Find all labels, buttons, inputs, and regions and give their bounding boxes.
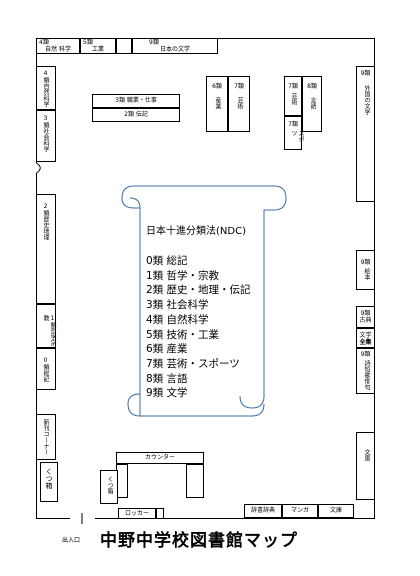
shelf-poetry: 9類 詩短歌俳句 <box>356 348 375 394</box>
shelf-bunko-bottom: 文庫 <box>318 504 354 518</box>
shelf-philosophy-label: 1類哲学宗教 <box>42 315 56 346</box>
counter-right-leg <box>186 464 204 498</box>
shelf-arts: 7類 芸術 <box>228 76 250 132</box>
locker-end <box>156 508 164 519</box>
shelf-literature-top: 文学 <box>359 332 372 339</box>
shelf-4-top-label: 自然 科学 <box>45 46 71 53</box>
shelf-picture-num: 9類 <box>360 259 371 266</box>
shelf-general-label: 0類総記 <box>42 357 49 382</box>
legend-title: 日本十進分類法(NDC) <box>146 226 246 237</box>
shelf-art-num: 7類 <box>288 83 298 90</box>
shelf-new-books-label: 新刊コーナー <box>42 419 49 455</box>
shelf-bunko-right: 文庫 <box>356 432 375 500</box>
shelf-4-top-num: 4類 <box>39 39 49 46</box>
map-title: 中野中学校図書館マップ <box>100 531 298 551</box>
shelf-5-label: 工業 <box>91 46 104 53</box>
shelf-poetry-label: 詩短歌俳句 <box>363 360 370 390</box>
legend-item: 6類 産業 <box>146 343 188 356</box>
shelf-arts-label: 芸術 <box>236 97 243 109</box>
shelf-natural-science-label: 4類自然科学 <box>42 70 49 107</box>
shelf-art-label: 芸術 <box>290 93 297 105</box>
shelf-dictionary-label: 辞書辞典 <box>250 507 275 514</box>
legend-item: 3類 社会科学 <box>146 299 209 312</box>
shelf-blank-top <box>116 38 132 54</box>
locker: ロッカー <box>118 508 156 519</box>
shelf-sports-num: 7類 <box>288 121 298 128</box>
shelf-arts-num: 7類 <box>234 83 244 90</box>
shelf-job-label: 3類 職業・仕事 <box>115 97 157 104</box>
shelf-biography-label: 2類 伝記 <box>124 111 148 118</box>
legend-item: 5類 技術・工業 <box>146 328 220 341</box>
counter-label: カウンター <box>144 454 175 461</box>
legend-item: 8類 言語 <box>146 372 188 385</box>
legend-item: 7類 芸術・スポーツ <box>146 357 240 370</box>
shelf-manga: マンガ <box>282 504 318 518</box>
shelf-foreign-num: 9類 <box>360 70 371 77</box>
shelf-art: 7類 芸術 <box>284 76 302 116</box>
shelf-9-label: 日本の文学 <box>159 46 190 53</box>
shelf-classics: 9類 古典 <box>356 306 375 328</box>
legend-item: 4類 自然科学 <box>146 313 209 326</box>
shelf-bunko-right-label: 文庫 <box>363 449 370 461</box>
shelf-poetry-num: 9類 <box>360 351 371 358</box>
shelf-5-num: 5類 <box>83 39 93 46</box>
shelf-language-num: 8類 <box>307 83 317 90</box>
shelf-classics-label: 古典 <box>359 317 372 324</box>
shelf-9-japanese-literature: 9類 日本の文学 <box>132 38 218 54</box>
shelf-industry-label: 産業 <box>214 97 221 109</box>
locker-label: ロッカー <box>124 510 149 517</box>
legend-item: 2類 歴史・地理・伝記 <box>146 284 251 297</box>
shelf-picture-books: 9類 絵本 <box>356 250 375 290</box>
shelf-social-science: 3類社会科学 <box>36 110 56 162</box>
counter: カウンター <box>116 452 204 464</box>
shelf-industry-num: 6類 <box>212 83 222 90</box>
shelf-literature-bottom: 全集 <box>359 339 372 346</box>
shelf-general: 0類総記 <box>36 348 56 390</box>
shelf-history-geography: 2類歴史地理 <box>36 194 56 304</box>
legend-item: 1類 哲学・宗教 <box>146 269 220 282</box>
legend-item: 9類 文学 <box>146 387 188 400</box>
shelf-natural-science: 4類自然科学 <box>36 66 56 110</box>
entrance-label: 出入口 <box>62 537 81 544</box>
shoe-box-left: くつ箱 <box>40 462 58 502</box>
shelf-sports-label: スポーツ <box>290 130 304 148</box>
shelf-language-label: 言語 <box>309 97 316 109</box>
legend-item: 0類 総記 <box>146 255 188 267</box>
shelf-language: 8類 言語 <box>302 76 322 132</box>
shelf-classics-num: 9類 <box>360 310 371 317</box>
shelf-dictionary: 辞書辞典 <box>244 504 282 518</box>
shelf-4-top: 4類 自然 科学 <box>36 38 80 54</box>
shelf-foreign-literature: 9類 外国の文学 <box>356 66 375 202</box>
shelf-foreign-label: 外国の文学 <box>363 85 370 115</box>
shelf-new-books: 新刊コーナー <box>36 414 56 460</box>
shelf-history-label: 2類歴史地理 <box>42 203 49 240</box>
shoe-box-bottom-label: くつ箱 <box>106 476 113 494</box>
shelf-picture-label: 絵本 <box>363 268 370 280</box>
shelf-literature-collection: 文学 全集 <box>356 328 375 348</box>
shelf-9-num: 9類 <box>149 39 159 46</box>
shoe-box-left-label: くつ箱 <box>45 468 53 489</box>
shelf-industry: 6類 産業 <box>206 76 228 132</box>
shelf-5-top: 5類 工業 <box>80 38 116 54</box>
legend-scroll <box>121 185 287 417</box>
shelf-manga-label: マンガ <box>290 507 309 514</box>
shelf-bunko-bottom-label: 文庫 <box>329 507 342 514</box>
shelf-social-science-label: 3類社会科学 <box>42 115 49 152</box>
shoe-box-bottom: くつ箱 <box>100 470 118 504</box>
shelf-job: 3類 職業・仕事 <box>92 94 180 108</box>
shelf-sports: 7類 スポーツ <box>284 116 304 150</box>
shelf-philosophy: 1類哲学宗教 <box>36 304 56 348</box>
shelf-biography: 2類 伝記 <box>92 108 180 122</box>
